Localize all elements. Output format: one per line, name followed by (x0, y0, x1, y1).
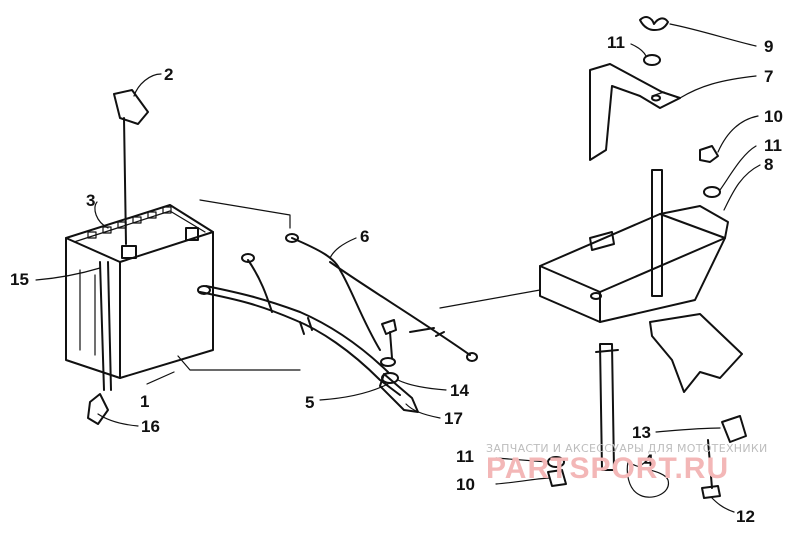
callout-17: 17 (444, 409, 463, 428)
callout-7: 7 (764, 67, 773, 86)
callout-4: 4 (644, 451, 654, 470)
callout-labels: 1 2 3 4 5 6 7 8 9 10 10 11 11 11 12 13 1… (10, 33, 783, 526)
callout-9: 9 (764, 37, 773, 56)
battery-tray-drawing (539, 145, 729, 323)
callout-13: 13 (632, 423, 651, 442)
callout-2: 2 (164, 65, 173, 84)
support-bracket-drawing (595, 313, 743, 471)
battery-drawing (65, 204, 214, 425)
callout-5: 5 (305, 393, 314, 412)
bolt-drawing (380, 319, 399, 384)
leader-lines (35, 23, 761, 513)
callout-8: 8 (764, 155, 773, 174)
callout-11-lower: 11 (456, 447, 474, 466)
callout-10-lower: 10 (456, 475, 475, 494)
callout-16: 16 (141, 417, 160, 436)
callout-14: 14 (450, 381, 469, 400)
watermark: ЗАПЧАСТИ И АКСЕССУАРЫ ДЛЯ МОТОТЕХНИКИ PA… (486, 442, 768, 485)
callout-15: 15 (10, 270, 29, 289)
terminal-cap-drawing (113, 89, 149, 245)
callout-3: 3 (86, 191, 95, 210)
callout-11-top: 11 (607, 33, 625, 52)
watermark-tagline: ЗАПЧАСТИ И АКСЕССУАРЫ ДЛЯ МОТОТЕХНИКИ (486, 442, 768, 455)
cable-drawing (197, 233, 478, 413)
wing-nut-drawing (639, 16, 669, 66)
callout-11-right: 11 (764, 136, 782, 155)
callout-10-upper: 10 (764, 107, 783, 126)
callout-1: 1 (140, 392, 149, 411)
watermark-brand: PARTSPORT.RU (486, 452, 729, 485)
callout-12: 12 (736, 507, 755, 526)
callout-6: 6 (360, 227, 369, 246)
hold-down-bracket-drawing (589, 63, 681, 161)
